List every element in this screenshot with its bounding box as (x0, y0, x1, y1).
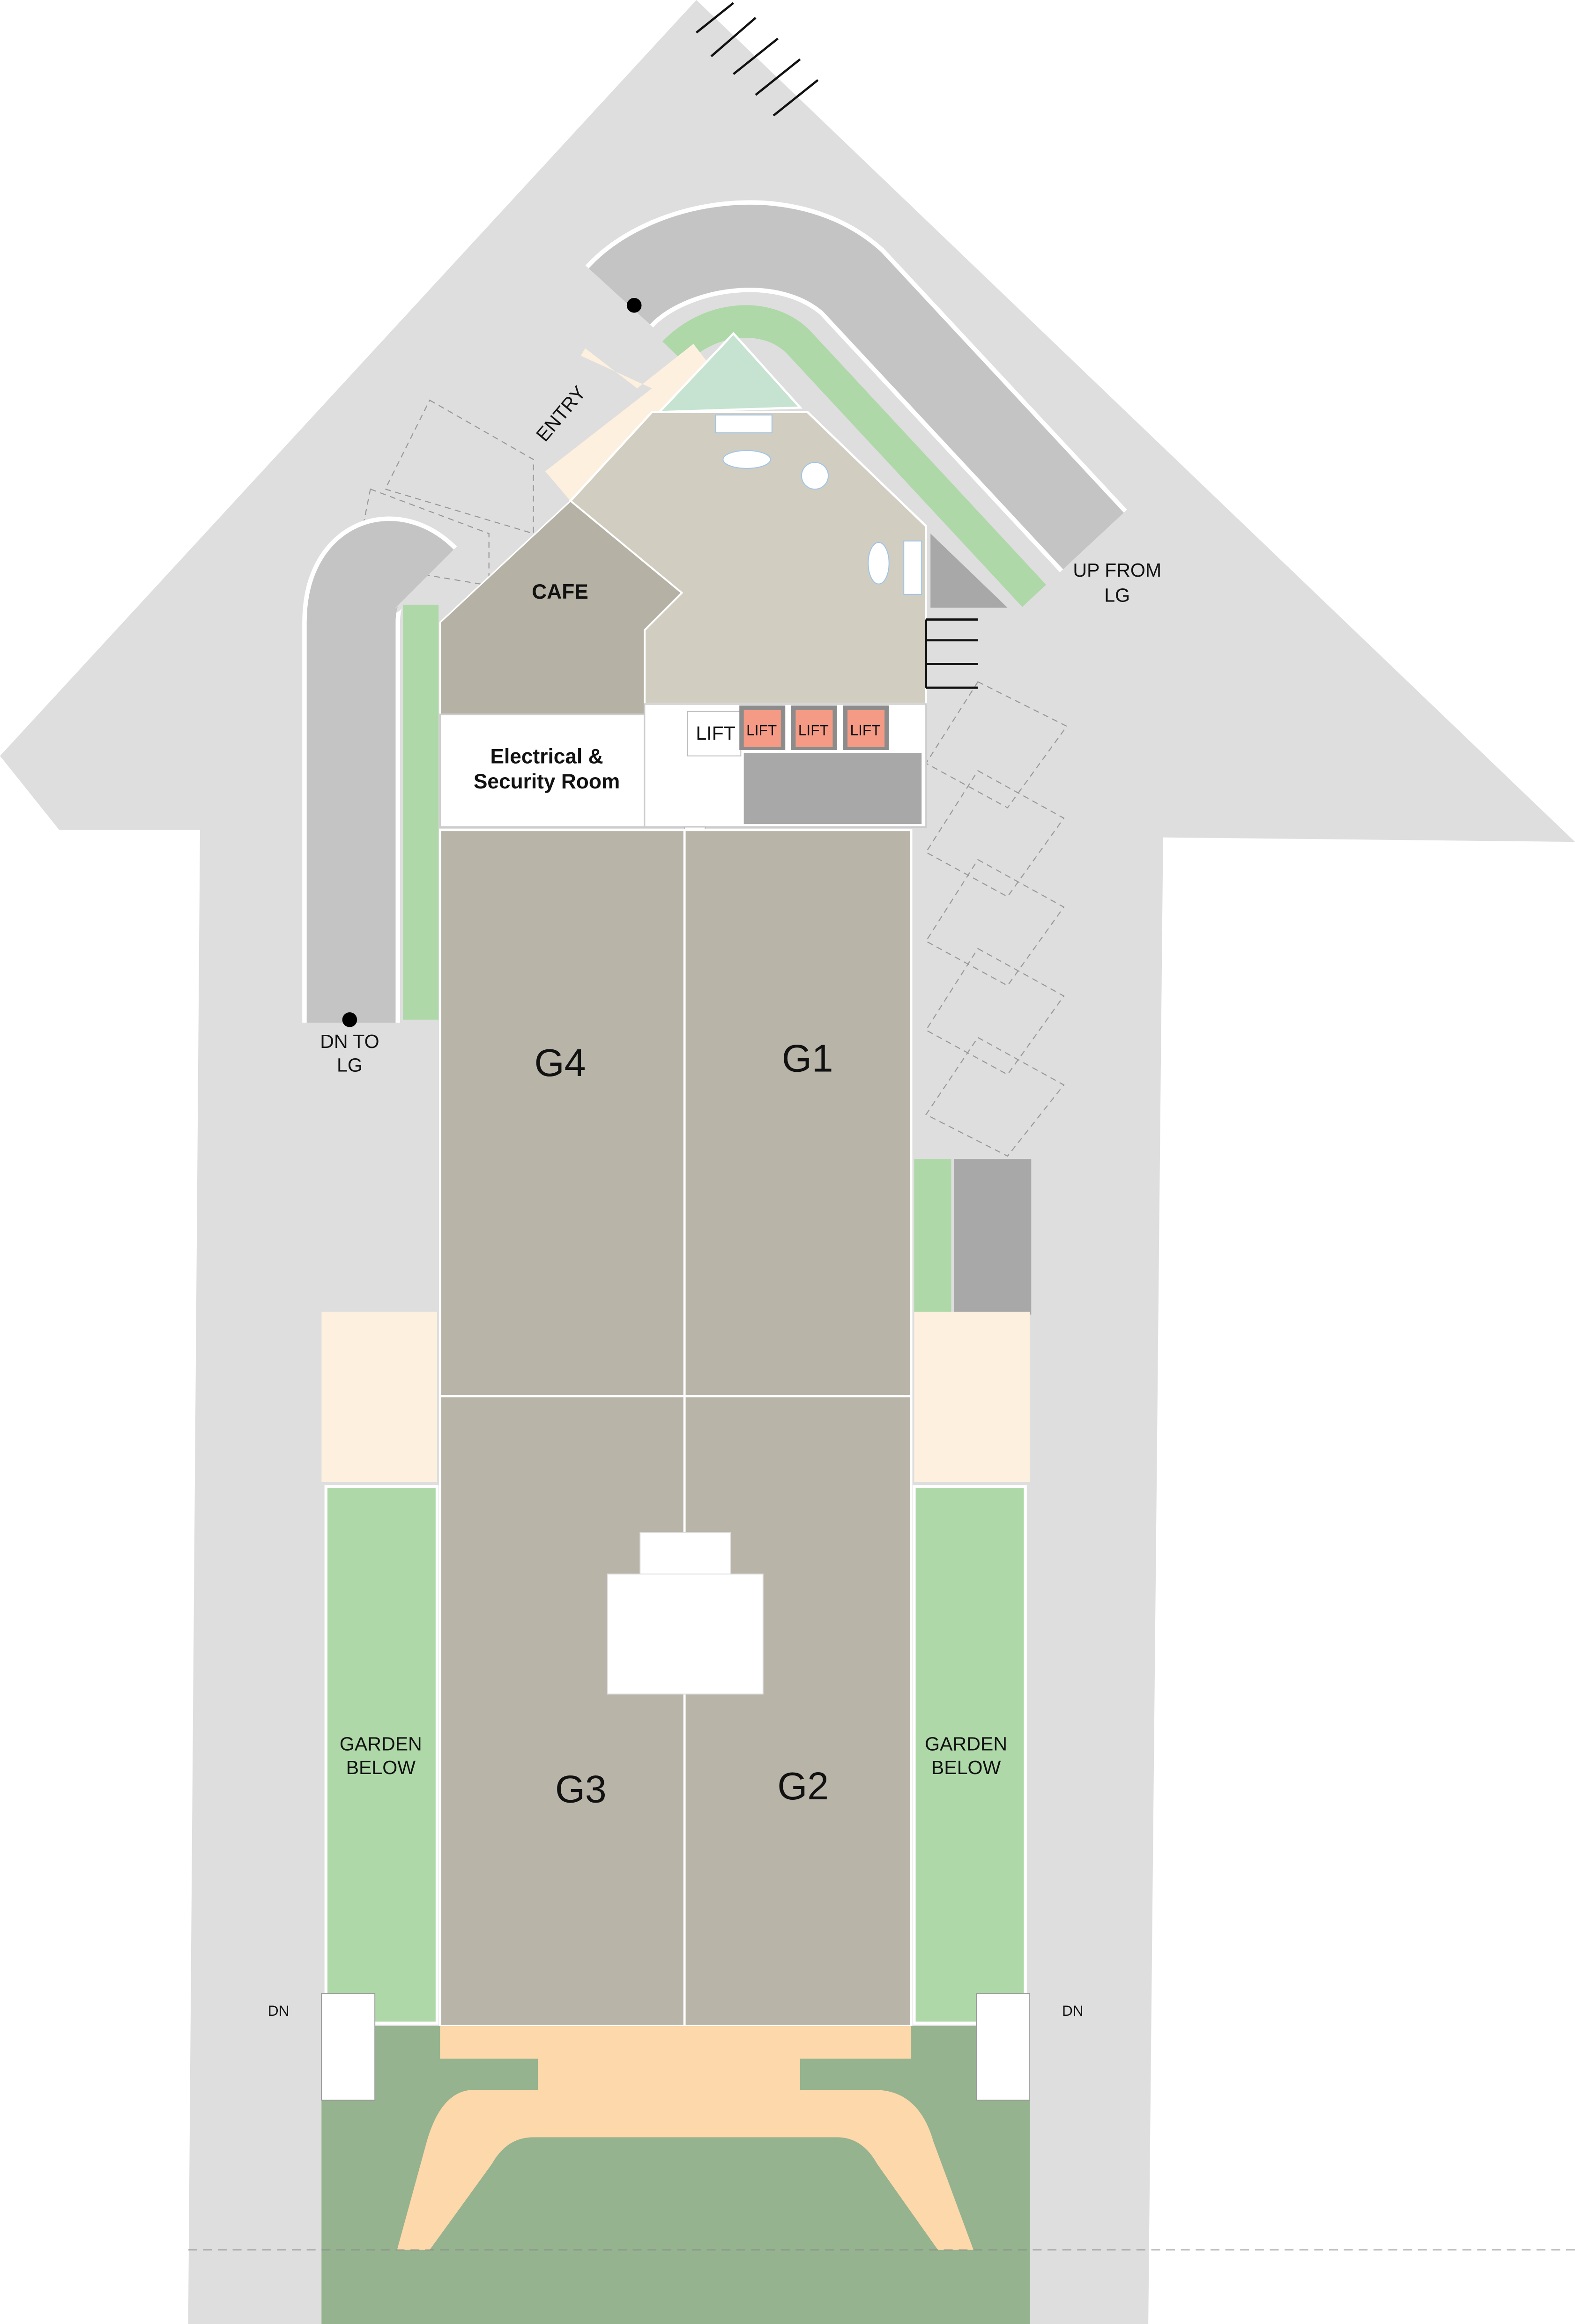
stair-left (321, 1993, 376, 2101)
plaza-path (538, 2057, 800, 2093)
garden-left-label: GARDEN (340, 1733, 422, 1755)
up-from-lg-label: LG (1104, 585, 1130, 606)
planter-top (662, 305, 1047, 607)
ramp-marker (342, 1012, 357, 1027)
lift-2: LIFT (791, 705, 837, 750)
electrical-label: Electrical & (490, 745, 603, 768)
plaza-path (440, 2026, 912, 2059)
entry-path (545, 344, 708, 501)
stair-right (976, 1993, 1031, 2101)
garden-left (324, 1485, 439, 2025)
dn-to-lg-label: LG (337, 1054, 363, 1076)
dn-left-label: DN (268, 2002, 290, 2019)
dn-to-lg-label: DN TO (320, 1031, 379, 1052)
staircase (743, 753, 922, 824)
void (607, 1574, 764, 1695)
sofa (715, 414, 773, 433)
triangle-room (656, 332, 803, 414)
terrace-right (914, 1312, 1030, 1482)
planter-right (914, 1159, 951, 1315)
unit-g3 (438, 1395, 686, 2027)
parking-stripes (696, 2, 819, 117)
electrical-label: Security Room (474, 770, 620, 793)
svg-text:LIFT: LIFT (746, 721, 777, 738)
lift-1: LIFT (739, 705, 786, 750)
dn-right-label: DN (1062, 2002, 1084, 2019)
garden-right-label: GARDEN (925, 1733, 1007, 1755)
up-from-lg-label: UP FROM (1073, 559, 1161, 581)
unit-g2 (683, 1395, 913, 2027)
table (722, 450, 771, 469)
unit-g1-label: G1 (782, 1037, 833, 1080)
electrical-room (439, 713, 646, 828)
unit-g4 (438, 829, 686, 1397)
lift-shaft (687, 711, 742, 757)
steps (925, 618, 978, 689)
cafe-label: CAFE (532, 580, 588, 603)
sofa (903, 540, 922, 595)
lift-3: LIFT (843, 705, 889, 750)
table (868, 542, 890, 585)
garden-right-label: BELOW (931, 1757, 1001, 1778)
unit-g2-label: G2 (777, 1765, 829, 1808)
plaza-path-curve (397, 2090, 973, 2250)
planter-left (403, 604, 439, 1020)
ramp-marker (626, 297, 642, 313)
unit-g3-label: G3 (555, 1768, 607, 1811)
unit-g1 (683, 829, 913, 1397)
garden-left-label: BELOW (346, 1757, 416, 1778)
unit-g4-label: G4 (535, 1042, 586, 1084)
svg-text:LIFT: LIFT (798, 721, 829, 738)
lift-label: LIFT (696, 722, 735, 744)
terrace-left (321, 1312, 438, 1482)
svg-text:LIFT: LIFT (850, 721, 881, 738)
staircase-right (954, 1159, 1032, 1315)
void (639, 1532, 731, 1575)
table (801, 462, 829, 490)
garden-right (913, 1485, 1027, 2025)
